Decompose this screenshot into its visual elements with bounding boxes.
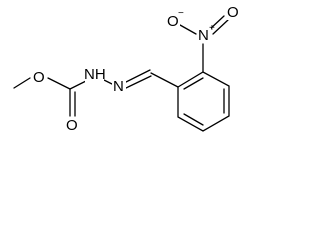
nh-group: NH: [84, 66, 106, 83]
bond-nitro-o-top: [208, 15, 225, 31]
chemical-structure: O NH O N N + O O −: [13, 4, 240, 134]
bond-o-carbonyl-c: [47, 77, 71, 90]
nitro-n-mask: [197, 27, 211, 43]
nh-mask: [85, 67, 104, 83]
structure-canvas: O NH O N N + O O −: [13, 4, 240, 134]
nitro-n-plus-charge: +: [209, 23, 215, 34]
imine-nitrogen: N: [113, 78, 124, 95]
nitro-oxygen-top: O: [227, 4, 239, 21]
bond-methyl-o: [13, 77, 31, 89]
carbonyl-o-mask: [65, 117, 79, 133]
ring-double-top: [183, 77, 204, 90]
imine-n-mask: [112, 78, 126, 94]
bond-nitro-o-top-2: [212, 19, 229, 35]
nitro-o-minus-charge: −: [178, 8, 184, 19]
methoxy-oxygen: O: [33, 69, 45, 86]
bond-imine-double-2: [125, 75, 152, 89]
nitro-o-top-mask: [226, 4, 240, 20]
nitro-o-minus-mask: [166, 13, 180, 29]
bond-imine-double-1: [125, 69, 151, 83]
bond-ch-ring: [150, 72, 179, 88]
benzene-ring: [177, 71, 230, 132]
bond-nitro-o-minus: [179, 24, 197, 35]
ring-double-bottom: [183, 113, 204, 126]
nitro-oxygen-minus: O: [167, 13, 179, 30]
bond-carbonyl-nh: [69, 80, 87, 90]
methoxy-o-mask: [32, 69, 46, 85]
nitro-nitrogen: N: [198, 27, 209, 44]
carbonyl-oxygen: O: [66, 117, 78, 134]
